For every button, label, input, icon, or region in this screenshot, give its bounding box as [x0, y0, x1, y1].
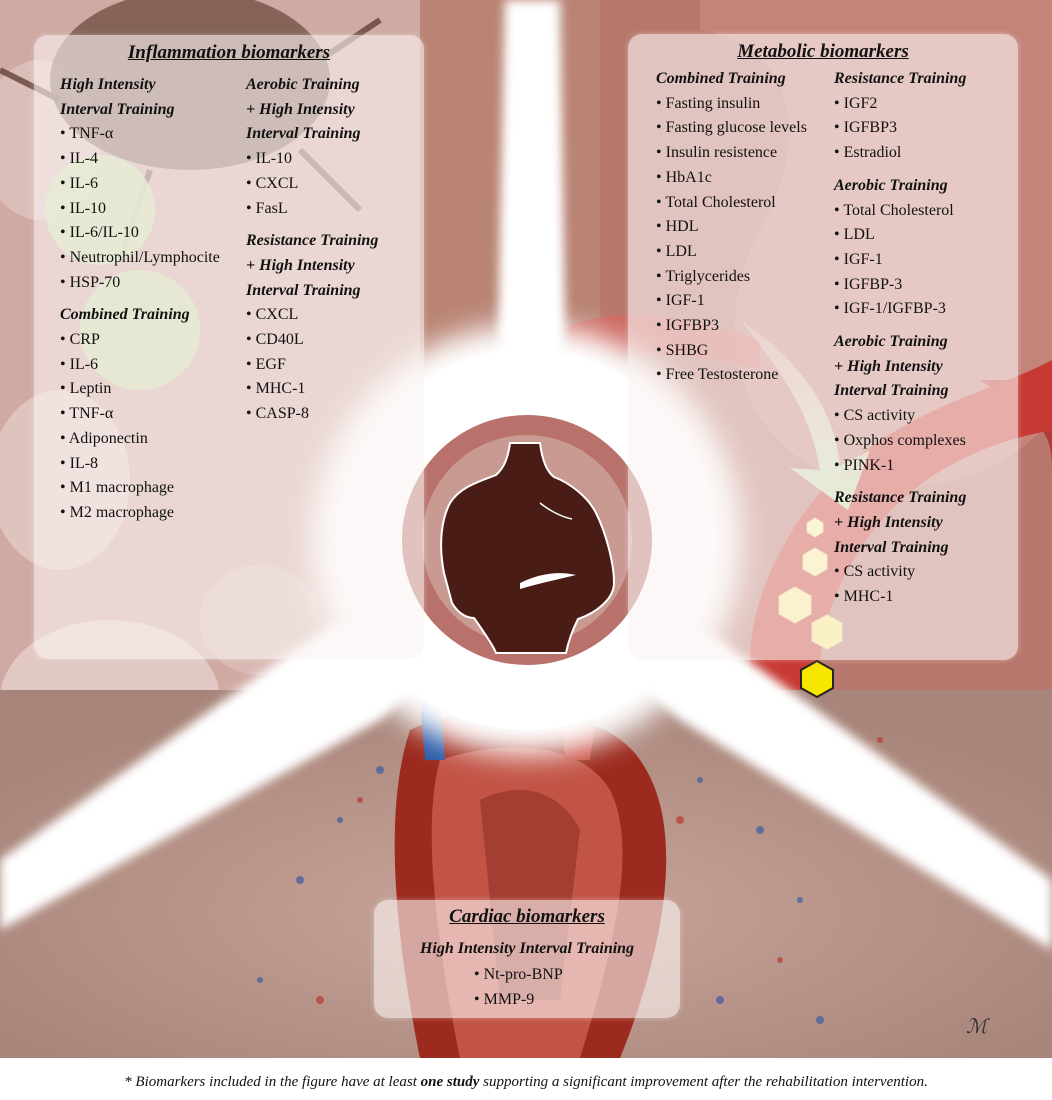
- training-heading: + High Intensity: [834, 357, 943, 375]
- biomarker-item: CS activity: [834, 560, 966, 585]
- footnote: * Biomarkers included in the figure have…: [0, 1074, 1052, 1091]
- training-heading: + High Intensity: [834, 513, 943, 531]
- training-heading: Aerobic Training: [246, 76, 360, 93]
- biomarker-item: M1 macrophage: [60, 476, 220, 501]
- biomarker-item: IGFBP3: [656, 314, 807, 339]
- biomarker-list: CS activityMHC-1: [834, 560, 966, 609]
- biomarker-item: IL-4: [60, 147, 220, 172]
- training-heading: + High Intensity: [246, 256, 355, 274]
- biomarker-item: CXCL: [246, 172, 378, 197]
- biomarker-list: TNF-αIL-4IL-6IL-10IL-6/IL-10Neutrophil/L…: [60, 122, 220, 295]
- footnote-emphasis: one study: [420, 1074, 480, 1090]
- biomarker-item: Nt-pro-BNP: [474, 963, 563, 988]
- biomarker-item: CD40L: [246, 328, 378, 353]
- biomarker-item: Adiponectin: [60, 427, 220, 452]
- torso-silhouette-icon: [440, 442, 616, 654]
- footnote-prefix: * Biomarkers included in the figure have…: [124, 1074, 421, 1090]
- breast-cancer-emblem: [402, 415, 652, 665]
- biomarker-item: IL-6: [60, 353, 220, 378]
- panel-title: Metabolic biomarkers: [737, 41, 909, 62]
- biomarker-item: Estradiol: [834, 141, 966, 166]
- cardiac-heading: High Intensity Interval Training: [419, 940, 635, 957]
- metabolic-column-left: Combined TrainingFasting insulinFasting …: [656, 67, 807, 388]
- training-heading: Aerobic Training: [834, 176, 948, 194]
- training-heading: Combined Training: [60, 306, 190, 324]
- biomarker-list: IL-10CXCLFasL: [246, 147, 378, 221]
- biomarker-item: IGF-1: [656, 289, 807, 314]
- training-heading: High Intensity: [60, 76, 156, 93]
- biomarker-list: Fasting insulinFasting glucose levelsIns…: [656, 92, 807, 388]
- biomarker-item: PINK-1: [834, 454, 966, 479]
- biomarker-item: HbA1c: [656, 166, 807, 191]
- biomarker-item: TNF-α: [60, 122, 220, 147]
- training-heading: Resistance Training: [834, 489, 967, 507]
- training-heading: Resistance Training: [834, 70, 967, 87]
- biomarker-list: Total CholesterolLDLIGF-1IGFBP-3IGF-1/IG…: [834, 199, 966, 323]
- biomarker-item: IGF2: [834, 92, 966, 117]
- panel-title: Inflammation biomarkers: [127, 42, 331, 63]
- training-heading: Interval Training: [246, 281, 361, 299]
- biomarker-item: CS activity: [834, 404, 966, 429]
- training-heading: Aerobic Training: [834, 333, 948, 351]
- biomarker-item: MHC-1: [834, 585, 966, 610]
- footnote-suffix: supporting a significant improvement aft…: [479, 1074, 928, 1090]
- biomarker-item: Insulin resistence: [656, 141, 807, 166]
- biomarker-item: Total Cholesterol: [656, 191, 807, 216]
- biomarker-item: Fasting glucose levels: [656, 116, 807, 141]
- biomarker-item: Oxphos complexes: [834, 429, 966, 454]
- biomarker-item: IGF-1: [834, 248, 966, 273]
- training-heading: Resistance Training: [246, 232, 379, 250]
- biomarker-item: CASP-8: [246, 402, 378, 427]
- biomarker-item: Fasting insulin: [656, 92, 807, 117]
- biomarker-item: SHBG: [656, 339, 807, 364]
- training-heading: Interval Training: [834, 382, 949, 400]
- biomarker-item: Triglycerides: [656, 265, 807, 290]
- biomarker-list: CRPIL-6LeptinTNF-αAdiponectinIL-8M1 macr…: [60, 328, 220, 526]
- metabolic-column-right: Resistance TrainingIGF2IGFBP3EstradiolAe…: [834, 67, 966, 610]
- biomarker-item: Leptin: [60, 377, 220, 402]
- biomarker-item: EGF: [246, 353, 378, 378]
- biomarker-list: CXCLCD40LEGFMHC-1CASP-8: [246, 303, 378, 427]
- biomarker-item: IGFBP3: [834, 116, 966, 141]
- artist-signature: ℳ: [966, 1016, 988, 1038]
- cardiac-list: Nt-pro-BNP MMP-9: [474, 963, 563, 1012]
- biomarker-list: IGF2IGFBP3Estradiol: [834, 92, 966, 166]
- training-heading: Interval Training: [834, 538, 949, 556]
- training-heading: + High Intensity: [246, 100, 355, 118]
- biomarker-item: IL-10: [246, 147, 378, 172]
- biomarker-item: LDL: [656, 240, 807, 265]
- biomarker-item: MHC-1: [246, 377, 378, 402]
- biomarker-item: IL-8: [60, 452, 220, 477]
- biomarker-item: HDL: [656, 215, 807, 240]
- cardiac-panel: Cardiac biomarkers High Intensity Interv…: [374, 900, 680, 1018]
- biomarker-item: IL-6: [60, 172, 220, 197]
- panel-title: Cardiac biomarkers: [449, 906, 605, 927]
- biomarker-item: TNF-α: [60, 402, 220, 427]
- biomarker-item: IGFBP-3: [834, 273, 966, 298]
- biomarker-list: CS activityOxphos complexesPINK-1: [834, 404, 966, 478]
- biomarker-item: CXCL: [246, 303, 378, 328]
- training-heading: Interval Training: [246, 125, 361, 143]
- biomarker-item: MMP-9: [474, 988, 563, 1013]
- biomarker-item: Neutrophil/Lymphocite: [60, 246, 220, 271]
- hexagon-icon: [800, 659, 834, 699]
- training-heading: Interval Training: [60, 100, 175, 118]
- biomarker-item: LDL: [834, 223, 966, 248]
- metabolic-panel: Metabolic biomarkers Combined TrainingFa…: [628, 34, 1018, 660]
- biomarker-item: IL-10: [60, 197, 220, 222]
- speckles: [257, 766, 824, 1024]
- biomarker-item: FasL: [246, 197, 378, 222]
- biomarker-item: M2 macrophage: [60, 501, 220, 526]
- biomarker-item: Free Testosterone: [656, 363, 807, 388]
- training-heading: Combined Training: [656, 70, 786, 87]
- biomarker-item: Total Cholesterol: [834, 199, 966, 224]
- biomarker-item: IGF-1/IGFBP-3: [834, 297, 966, 322]
- biomarker-item: HSP-70: [60, 271, 220, 296]
- biomarker-item: CRP: [60, 328, 220, 353]
- biomarker-item: IL-6/IL-10: [60, 221, 220, 246]
